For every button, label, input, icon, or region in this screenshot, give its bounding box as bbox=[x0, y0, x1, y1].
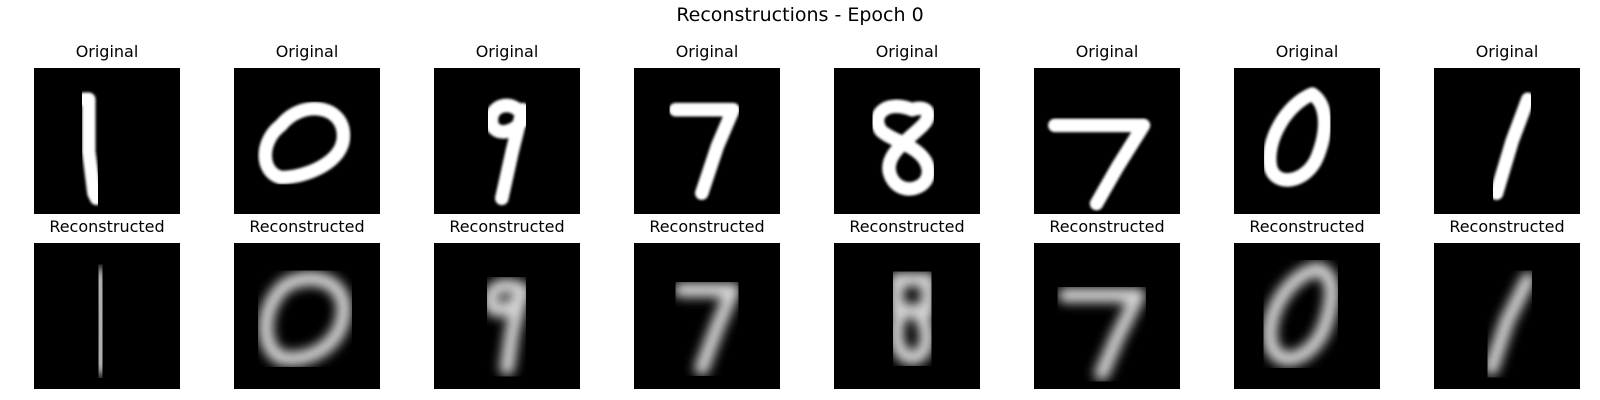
original-image bbox=[1434, 68, 1580, 214]
digit-stroke bbox=[484, 98, 530, 206]
reconstructed-title: Reconstructed bbox=[1249, 217, 1365, 236]
original-title: Original bbox=[675, 42, 739, 61]
digit-stroke bbox=[870, 99, 936, 196]
digit-stroke bbox=[1057, 287, 1146, 381]
reconstructed-image bbox=[434, 243, 580, 389]
digit-reconstruction-image bbox=[434, 243, 580, 389]
original-title: Original bbox=[1275, 42, 1339, 61]
reconstructed-title: Reconstructed bbox=[1449, 217, 1565, 236]
reconstructed-image bbox=[834, 243, 980, 389]
digit-reconstruction-image bbox=[834, 243, 980, 389]
original-title: Original bbox=[75, 42, 139, 61]
original-title: Original bbox=[1475, 42, 1539, 61]
original-image bbox=[1034, 68, 1180, 214]
original-title: Original bbox=[875, 42, 939, 61]
reconstructed-image bbox=[1434, 243, 1580, 389]
reconstructed-title: Reconstructed bbox=[849, 217, 965, 236]
original-image bbox=[34, 68, 180, 214]
digit-reconstruction-image bbox=[1234, 243, 1380, 389]
digit-image bbox=[234, 68, 380, 214]
original-image bbox=[434, 68, 580, 214]
reconstructed-title: Reconstructed bbox=[49, 217, 165, 236]
reconstructed-title: Reconstructed bbox=[1049, 217, 1165, 236]
original-image bbox=[834, 68, 980, 214]
original-title: Original bbox=[1075, 42, 1139, 61]
digit-reconstruction-image bbox=[1034, 243, 1180, 389]
digit-image bbox=[34, 68, 180, 214]
digit-reconstruction-image bbox=[634, 243, 780, 389]
reconstructed-image bbox=[34, 243, 180, 389]
digit-image bbox=[1234, 68, 1380, 214]
digit-stroke bbox=[889, 272, 936, 366]
digit-stroke bbox=[668, 102, 740, 200]
digit-stroke bbox=[258, 101, 351, 185]
digit-image bbox=[434, 68, 580, 214]
reconstructed-image bbox=[1034, 243, 1180, 389]
digit-stroke bbox=[76, 92, 104, 206]
original-title: Original bbox=[475, 42, 539, 61]
digit-image bbox=[1034, 68, 1180, 214]
digit-stroke bbox=[1489, 92, 1535, 200]
digit-stroke bbox=[91, 266, 110, 376]
digit-stroke bbox=[483, 278, 530, 376]
original-image bbox=[634, 68, 780, 214]
digit-image bbox=[834, 68, 980, 214]
digit-stroke bbox=[258, 271, 352, 366]
reconstructed-image bbox=[1234, 243, 1380, 389]
digit-stroke bbox=[1048, 118, 1151, 211]
reconstructed-image bbox=[634, 243, 780, 389]
digit-stroke bbox=[673, 282, 741, 376]
reconstructed-title: Reconstructed bbox=[649, 217, 765, 236]
digit-stroke bbox=[1262, 87, 1332, 187]
original-title: Original bbox=[275, 42, 339, 61]
digit-stroke bbox=[1484, 272, 1536, 376]
digit-image bbox=[1434, 68, 1580, 214]
original-image bbox=[234, 68, 380, 214]
reconstructed-title: Reconstructed bbox=[449, 217, 565, 236]
original-image bbox=[1234, 68, 1380, 214]
figure-title: Reconstructions - Epoch 0 bbox=[676, 4, 924, 26]
reconstructed-title: Reconstructed bbox=[249, 217, 365, 236]
digit-image bbox=[634, 68, 780, 214]
digit-reconstruction-image bbox=[234, 243, 380, 389]
digit-reconstruction-image bbox=[1434, 243, 1580, 389]
digit-stroke bbox=[1262, 261, 1340, 366]
digit-reconstruction-image bbox=[34, 243, 180, 389]
reconstructed-image bbox=[234, 243, 380, 389]
